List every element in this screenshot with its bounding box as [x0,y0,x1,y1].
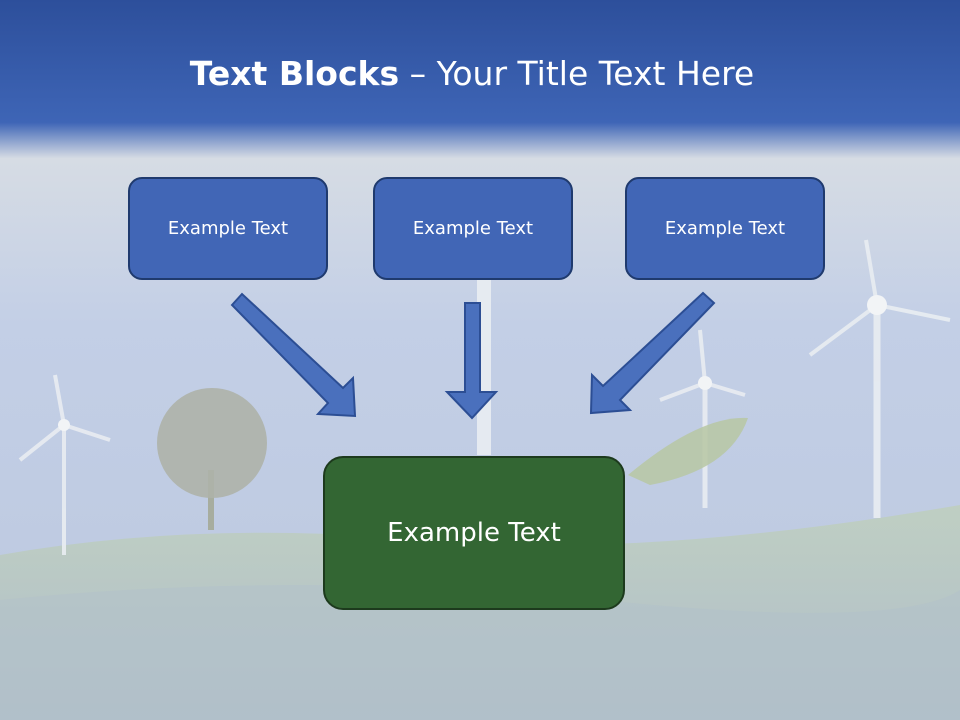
arrow-center-icon [444,302,499,420]
text-block-1[interactable]: Example Text [128,177,328,280]
text-block-3-label: Example Text [664,218,786,239]
text-block-2-label: Example Text [412,218,534,239]
slide-title: Text Blocks – Your Title Text Here [0,52,944,96]
text-block-2[interactable]: Example Text [373,177,573,280]
arrow-right-icon [589,291,716,415]
text-block-1-label: Example Text [167,218,289,239]
main-text-block-label: Example Text [387,518,561,548]
title-bold: Text Blocks [189,54,400,93]
title-rest: – Your Title Text Here [399,54,755,93]
text-block-3[interactable]: Example Text [625,177,825,280]
main-text-block[interactable]: Example Text [323,456,625,610]
arrow-left-icon [230,292,357,418]
